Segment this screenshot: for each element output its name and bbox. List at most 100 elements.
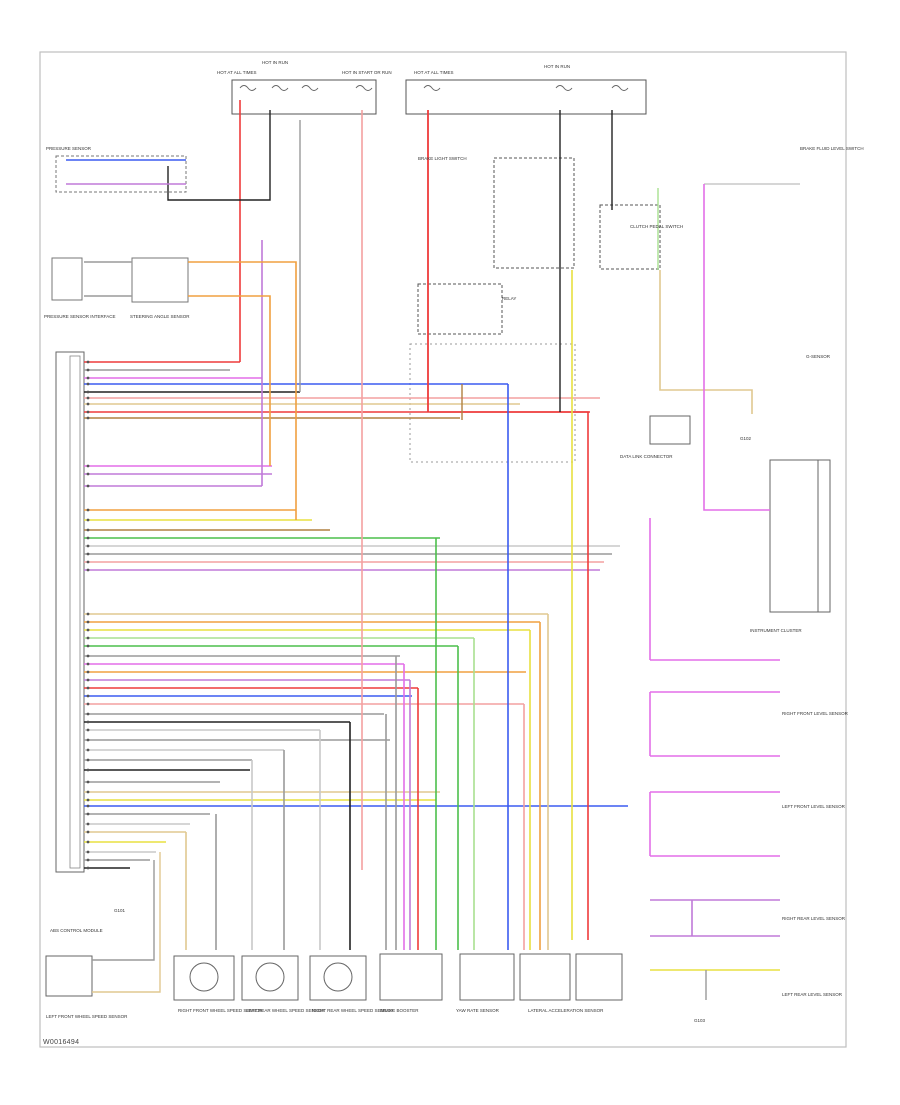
connector-pin (86, 484, 90, 488)
center-relays (409, 157, 661, 463)
connector-pin (86, 644, 90, 648)
connector-pin (86, 552, 90, 556)
label-right-rear-level: RIGHT REAR LEVEL SENSOR (782, 916, 846, 921)
connector-pin (86, 670, 90, 674)
fuse-panel-left (231, 79, 377, 115)
connector-pin (86, 376, 90, 380)
connector-pin (86, 390, 90, 394)
connector-pin (86, 678, 90, 682)
connector-pin (86, 620, 90, 624)
fuse-panel-labels: HOT AT ALL TIMES HOT IN RUN HOT IN START… (217, 60, 570, 75)
connector-pin (86, 840, 90, 844)
connector-pin (86, 798, 90, 802)
label-pressure-sensor-interface: PRESSURE SENSOR INTERFACE (44, 314, 116, 319)
connector-pin (86, 560, 90, 564)
connector-pin (86, 804, 90, 808)
connector-pin (86, 402, 90, 406)
connector-pin (86, 694, 90, 698)
label-fluid-switch: BRAKE FLUID LEVEL SWITCH (800, 146, 864, 151)
fuse-panel-label: HOT AT ALL TIMES (217, 70, 257, 75)
connector-pin (86, 662, 90, 666)
feed-wire (167, 110, 271, 201)
connector-pin (86, 812, 90, 816)
label-pressure-sensor: PRESSURE SENSOR (46, 146, 92, 151)
label-abs-module: ABS CONTROL MODULE (50, 928, 103, 933)
connector-pin (86, 780, 90, 784)
fuse-panels (231, 79, 647, 115)
connector-pin (86, 536, 90, 540)
connector-pin (86, 472, 90, 476)
connector-pin (86, 528, 90, 532)
label-left-front-level: LEFT FRONT LEVEL SENSOR (782, 804, 846, 809)
label-instrument-cluster: INSTRUMENT CLUSTER (750, 628, 802, 633)
connector-pin (86, 850, 90, 854)
connector-pin (86, 544, 90, 548)
pin-layer (86, 360, 90, 870)
label-left-front-sensor: LEFT FRONT WHEEL SPEED SENSOR (46, 1014, 128, 1019)
label-right-rear-sensor: RIGHT REAR WHEEL SPEED SENSOR (312, 1008, 394, 1013)
label-brake-relay: RELAY (502, 296, 516, 301)
connector-pin (86, 416, 90, 420)
steering-wire (188, 261, 297, 520)
label-right-front-sensor: RIGHT FRONT WHEEL SPEED SENSOR (178, 1008, 263, 1013)
connector-pin (86, 464, 90, 468)
connector-pin (86, 686, 90, 690)
connector-pin (86, 758, 90, 762)
fuse-panel-right (405, 79, 647, 115)
connector-pin (86, 612, 90, 616)
fuse-panel-label: HOT AT ALL TIMES (414, 70, 454, 75)
diagram-reference-code: W0016494 (43, 1039, 80, 1046)
label-lateral-sensor: LATERAL ACCELERATION SENSOR (528, 1008, 604, 1013)
top-left-components (51, 155, 189, 303)
connector-pin (86, 830, 90, 834)
connector-pin (86, 738, 90, 742)
connector-pin (86, 410, 90, 414)
label-yaw-sensor: YAW RATE SENSOR (456, 1008, 500, 1013)
label-brake-switch: BRAKE LIGHT SWITCH (418, 156, 467, 161)
steering-wire (188, 295, 271, 466)
connector-pin (86, 702, 90, 706)
label-data-link: DATA LINK CONNECTOR (620, 454, 673, 459)
connector-pin (86, 382, 90, 386)
label-clutch-switch: CLUTCH PEDAL SWITCH (630, 224, 683, 229)
connector-pin (86, 518, 90, 522)
connector-pin (86, 508, 90, 512)
connector-pin (86, 712, 90, 716)
connector-pin (86, 396, 90, 400)
connector-pin (86, 866, 90, 870)
fuse-panel-label: HOT IN RUN (262, 60, 288, 65)
connector-pin (86, 858, 90, 862)
feed-wire (703, 184, 770, 511)
label-ground-right: G102 (740, 436, 752, 441)
label-ground-brake: G103 (694, 1018, 706, 1023)
connector-pin (86, 368, 90, 372)
connector-pin (86, 654, 90, 658)
fuse-panel-label: HOT IN START OR RUN (342, 70, 392, 75)
connector-pin (86, 748, 90, 752)
connector-pin (86, 822, 90, 826)
label-left-rear-sensor: LEFT REAR WHEEL SPEED SENSOR (246, 1008, 325, 1013)
label-ground-left: G101 (114, 908, 126, 913)
label-brake-booster: BRAKE BOOSTER (380, 1008, 419, 1013)
component-labels: PRESSURE SENSOR PRESSURE SENSOR INTERFAC… (44, 146, 864, 1023)
diagram-border (39, 51, 847, 1048)
instrument-cluster (649, 415, 831, 613)
abs-module-connector (55, 351, 85, 873)
sensor-wire (92, 852, 161, 993)
connector-pin (86, 568, 90, 572)
connector-pin (86, 790, 90, 794)
fuse-panel-label: HOT IN RUN (544, 64, 570, 69)
wire-layer (66, 100, 800, 1000)
fuse-symbols (239, 85, 629, 91)
label-g-sensor: G-SENSOR (806, 354, 831, 359)
feed-wire (659, 270, 753, 414)
sensor-wire (92, 860, 155, 961)
feed-wire (430, 411, 589, 940)
connector-pin (86, 360, 90, 364)
connector-pin (86, 768, 90, 772)
connector-pin (86, 636, 90, 640)
connector-pin (86, 720, 90, 724)
label-left-rear-level: LEFT REAR LEVEL SENSOR (782, 992, 843, 997)
